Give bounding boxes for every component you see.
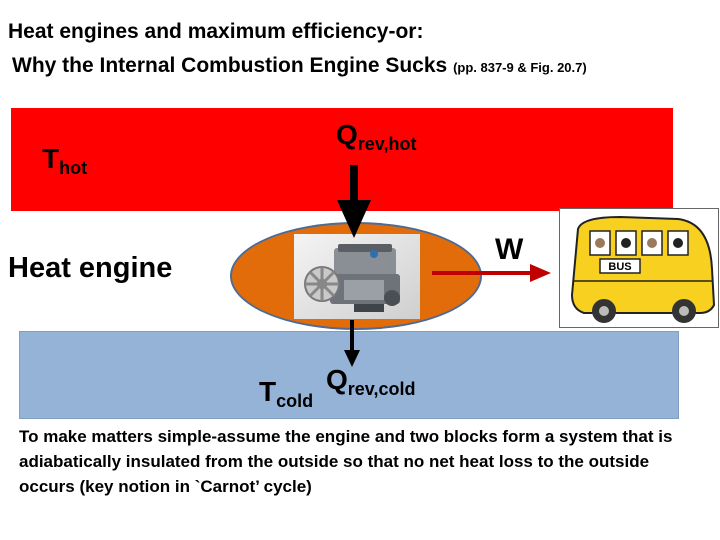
- q-cold-arrow-head: [344, 350, 360, 367]
- subtitle-text: Why the Internal Combustion Engine Sucks: [12, 54, 448, 77]
- q-hot-subscript: rev,hot: [357, 134, 417, 154]
- cold-reservoir: [19, 331, 679, 419]
- t-cold-label: Tcold: [259, 376, 314, 411]
- t-hot-subscript: hot: [59, 158, 88, 178]
- engine-photo: [294, 234, 420, 319]
- slide-subtitle: Why the Internal Combustion Engine Sucks…: [12, 54, 587, 78]
- work-arrow-head: [530, 264, 551, 282]
- t-hot-label: Thot: [42, 143, 88, 178]
- q-hot-arrow-head: [337, 200, 371, 238]
- bus-sign-text: BUS: [608, 261, 631, 273]
- q-hot-label: Qrev,hot: [336, 119, 417, 154]
- work-label: W: [495, 233, 524, 266]
- t-cold-symbol: T: [259, 376, 277, 407]
- t-hot-symbol: T: [42, 143, 60, 174]
- page-reference: (pp. 837-9 & Fig. 20.7): [453, 60, 587, 75]
- assumption-note: To make matters simple-assume the engine…: [19, 427, 673, 496]
- heat-engine-label: Heat engine: [8, 252, 173, 284]
- q-hot-symbol: Q: [336, 119, 358, 150]
- hot-reservoir: [11, 108, 673, 211]
- q-cold-label: Qrev,cold: [326, 364, 416, 399]
- t-cold-subscript: cold: [276, 391, 314, 411]
- q-cold-symbol: Q: [326, 364, 348, 395]
- school-bus-picture: BUS: [559, 208, 719, 328]
- slide-title: Heat engines and maximum efficiency-or:: [8, 20, 424, 43]
- q-cold-subscript: rev,cold: [347, 379, 416, 399]
- school-bus-drawing: BUS: [570, 215, 716, 323]
